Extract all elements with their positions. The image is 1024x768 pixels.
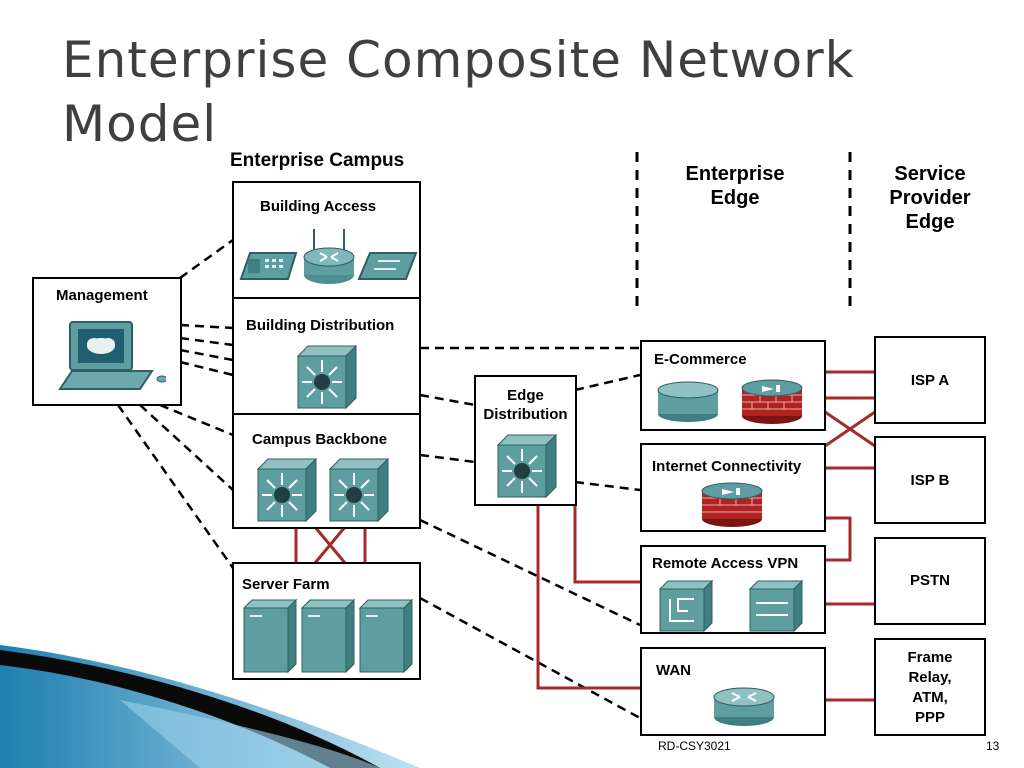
isp-a-label: ISP A (910, 372, 950, 389)
remote-access-vpn-box: Remote Access VPN (640, 545, 826, 634)
wan-label: WAN (656, 662, 691, 679)
access-server-icon (658, 579, 714, 633)
frame-relay-box: Frame Relay, ATM, PPP (874, 638, 986, 736)
ip-phone-icon (239, 252, 298, 280)
frame-relay-line-3: ATM, (912, 689, 948, 706)
building-distribution-box: Building Distribution (232, 297, 421, 415)
slide-title: Enterprise Composite Network Model (62, 28, 855, 156)
ecommerce-box: E-Commerce (640, 340, 826, 431)
header-enterprise-edge-line-2: Edge (710, 187, 760, 209)
building-access-box: Building Access (232, 181, 421, 299)
edge-distribution-label: Edge Distribution (476, 386, 575, 424)
server-icon (242, 598, 298, 674)
remote-access-vpn-label: Remote Access VPN (652, 555, 799, 572)
server-icon (358, 598, 414, 674)
building-access-label: Building Access (260, 198, 377, 215)
campus-backbone-label: Campus Backbone (252, 431, 388, 448)
isp-a-box: ISP A (874, 336, 986, 424)
header-enterprise-edge: Enterprise Edge (665, 162, 805, 210)
server-farm-box: Server Farm (232, 562, 421, 680)
internet-connectivity-label: Internet Connectivity (652, 458, 802, 475)
campus-backbone-box: Campus Backbone (232, 413, 421, 529)
edge-distribution-label-line-1: Edge (507, 387, 544, 404)
firewall-icon (701, 482, 763, 527)
server-icon (300, 598, 356, 674)
building-distribution-label: Building Distribution (246, 317, 395, 334)
frame-relay-label: Frame Relay, ATM, PPP (876, 648, 984, 728)
workstation-icon (58, 321, 166, 390)
isp-b-box: ISP B (874, 436, 986, 524)
ecommerce-label: E-Commerce (654, 351, 747, 368)
header-enterprise-campus: Enterprise Campus (230, 150, 405, 171)
router-icon (713, 687, 775, 726)
header-enterprise-edge-line-1: Enterprise (685, 163, 785, 185)
header-service-provider-edge: Service Provider Edge (865, 162, 995, 234)
multilayer-switch-icon (296, 344, 358, 410)
slide-title-line-2: Model (62, 95, 218, 153)
content-engine-icon (657, 381, 719, 422)
edge-multilayer-switch-icon (496, 433, 558, 499)
management-label: Management (56, 287, 148, 304)
edge-distribution-label-line-2: Distribution (483, 406, 568, 423)
pstn-label: PSTN (909, 572, 950, 589)
server-farm-label: Server Farm (242, 576, 330, 593)
header-sp-edge-line-3: Edge (905, 211, 955, 233)
edge-distribution-box: Edge Distribution (474, 375, 577, 506)
vpn-concentrator-icon (748, 579, 804, 633)
header-sp-edge-line-1: Service (894, 163, 966, 185)
backbone-switch-icon (256, 457, 318, 523)
header-sp-edge-line-2: Provider (889, 187, 971, 209)
access-switch-icon (357, 252, 418, 280)
wan-box: WAN (640, 647, 826, 736)
pstn-box: PSTN (874, 537, 986, 625)
management-box: Management (32, 277, 182, 406)
isp-b-label: ISP B (910, 472, 950, 489)
internet-connectivity-box: Internet Connectivity (640, 443, 826, 532)
frame-relay-line-4: PPP (914, 709, 945, 726)
footer-course-code: RD-CSY3021 (658, 739, 731, 753)
backbone-switch-icon (328, 457, 390, 523)
footer-page-number: 13 (986, 739, 1000, 753)
frame-relay-line-2: Relay, (908, 669, 952, 686)
wireless-access-point-icon (303, 229, 355, 284)
frame-relay-line-1: Frame (907, 649, 953, 666)
slide-title-line-1: Enterprise Composite Network (62, 31, 855, 89)
firewall-icon (741, 379, 803, 424)
